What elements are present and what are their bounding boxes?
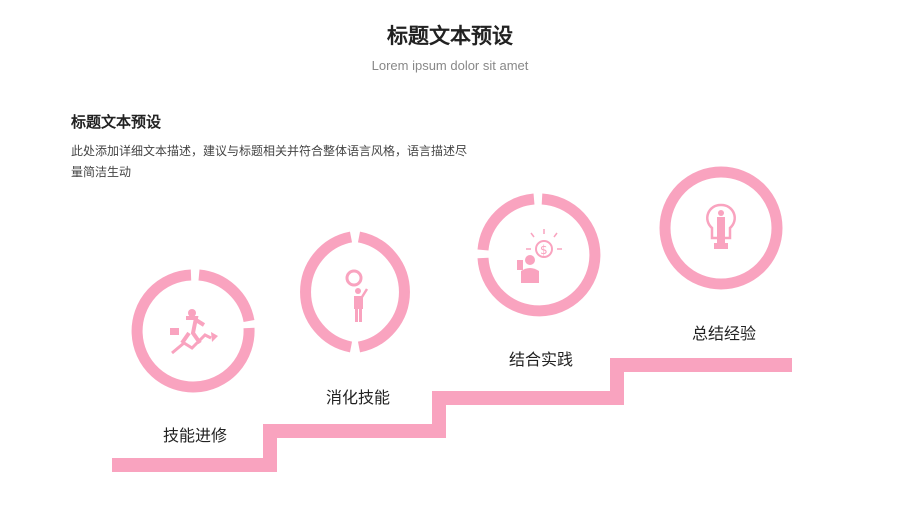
step-label-1: 技能进修 [162,426,227,445]
step-label-2: 消化技能 [325,388,390,407]
step-ring-4 [659,166,783,290]
page-title: 标题文本预设 [387,24,513,48]
running-businessman-icon [170,309,218,355]
money-idea-icon: $ [517,229,562,283]
step-ring-1 [131,269,255,393]
step-ring-2 [300,231,410,353]
svg-text:$: $ [540,243,548,257]
page-subtitle: Lorem ipsum dolor sit amet [371,58,529,73]
step-ring-3 [477,193,601,317]
staircase-line [112,358,792,472]
step-label-3: 结合实践 [508,350,573,369]
step-label-4: 总结经验 [691,324,756,343]
thinking-person-icon [345,269,369,322]
intro-description: 此处添加详细文本描述，建议与标题相关并符合整体语言风格，语言描述尽量简洁生动 [71,144,468,179]
intro-heading: 标题文本预设 [71,113,162,131]
lightbulb-person-icon [706,203,736,249]
